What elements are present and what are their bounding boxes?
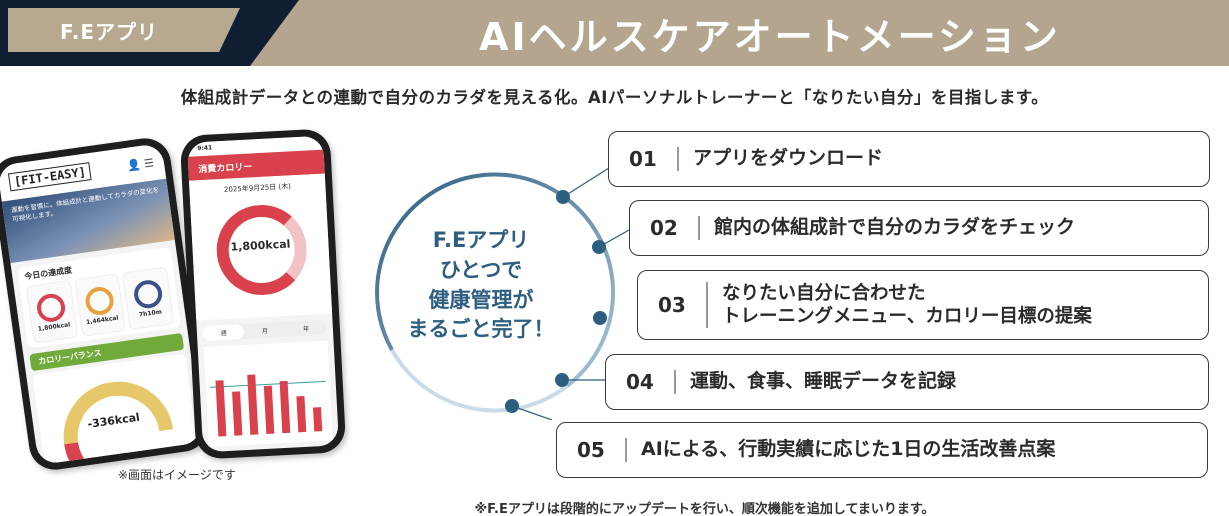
footnote: ※F.Eアプリは段階的にアップデートを行い、順次機能を追加してまいります。 [474,502,935,516]
step-divider [625,438,627,462]
weekly-bar-chart [203,340,333,448]
ring-card-burn: 1,800kcal [25,279,79,344]
center-line: ひとつで [439,257,523,282]
chart-bar [232,391,243,436]
tab-month: 月 [261,327,269,336]
chart-bar [263,385,275,435]
connector-line-05 [511,405,553,420]
step-text: AIによる、行動実績に応じた1日の生活改善点案 [641,438,1056,461]
header-band: F.Eアプリ AIヘルスケアオートメーション [0,0,1229,66]
step-02: 02 館内の体組成計で自分のカラダをチェック [629,200,1209,256]
ring-chart [131,277,164,310]
subtitle: 体組成計データとの連動で自分のカラダを見える化。AIパーソナルトレーナーと「なり… [180,88,1049,107]
circle-arc-light [390,349,569,413]
step-text: なりたい自分に合わせた トレーニングメニュー、カロリー目標の提案 [722,282,1092,328]
calorie-screen-title: 消費カロリー [198,161,253,175]
image-note: ※画面はイメージです [118,468,236,482]
ring-card-intake: 1,464kcal [73,273,127,337]
center-circle-graphic [375,167,630,420]
circle-arc [375,172,616,388]
step-text: 館内の体組成計で自分のカラダをチェック [714,216,1076,239]
connector-line-02 [598,229,630,248]
ring-card-sleep: 7h10m [122,266,175,331]
center-message: F.Eアプリ ひとつで 健康管理が まるごと完了！ [396,226,566,345]
center-line: 健康管理が [428,287,534,312]
connector-line-01 [562,167,610,198]
tab-year: 年 [303,325,310,333]
tab-week: 週 [202,324,245,342]
step-divider [706,282,708,328]
step-04: 04 運動、食事、睡眠データを記録 [605,354,1209,410]
page-title: AIヘルスケアオートメーション [479,14,1061,59]
ring-value: 1,464kcal [85,314,119,326]
step-03: 03 なりたい自分に合わせた トレーニングメニュー、カロリー目標の提案 [637,270,1209,340]
chart-bar [215,380,227,437]
phone-mockup-calories: 9:41 消費カロリー 2025年9月25日 (木) 1,800kcal 週 月… [179,128,347,460]
phone-screen: 9:41 消費カロリー 2025年9月25日 (木) 1,800kcal 週 月… [186,135,340,453]
connector-dot-03 [593,311,607,325]
step-01: 01 アプリをダウンロード [608,131,1210,187]
step-divider [677,147,679,171]
center-line: まるごと完了！ [407,317,555,342]
phone-mockup-home: [FIT-EASY] 👤 ☰ 運動を習慣に。体組成計と連動してカラダの変化を可視… [0,135,212,473]
profile-menu-icon: 👤 ☰ [126,155,155,173]
step-number: 01 [629,147,657,171]
ring-chart [35,291,68,324]
step-divider [698,216,700,240]
step-number: 02 [650,216,678,240]
ring-value: 1,800kcal [37,320,71,333]
chart-bar [313,407,323,432]
fiteasy-logo: [FIT-EASY] [7,162,92,192]
ring-value: 7h10m [138,307,163,319]
step-text: 運動、食事、睡眠データを記録 [690,370,957,393]
app-badge: F.Eアプリ [8,8,240,52]
header-gold-panel [250,0,1229,66]
achievement-section: 今日の達成度 1,800kcal 1,464kcal 7h10m [17,246,181,349]
step-05: 05 AIによる、行動実績に応じた1日の生活改善点案 [556,422,1208,478]
chart-bar [296,395,307,433]
chart-bar [279,380,291,434]
step-number: 04 [626,370,654,394]
calorie-ring-area: 1,800kcal [189,191,333,321]
step-divider [674,370,676,394]
step-text-line: トレーニングメニュー、カロリー目標の提案 [722,306,1092,327]
step-number: 05 [577,438,605,462]
calorie-gauge: -336kcal [32,353,198,466]
step-number: 03 [658,293,686,317]
center-line: F.Eアプリ [432,228,530,252]
period-tabs: 週 月 年 [202,319,328,342]
step-text: アプリをダウンロード [693,147,884,170]
step-text-line: なりたい自分に合わせた [722,282,926,304]
ring-chart [83,284,116,317]
phone-screen: [FIT-EASY] 👤 ☰ 運動を習慣に。体組成計と連動してカラダの変化を可視… [0,142,204,466]
